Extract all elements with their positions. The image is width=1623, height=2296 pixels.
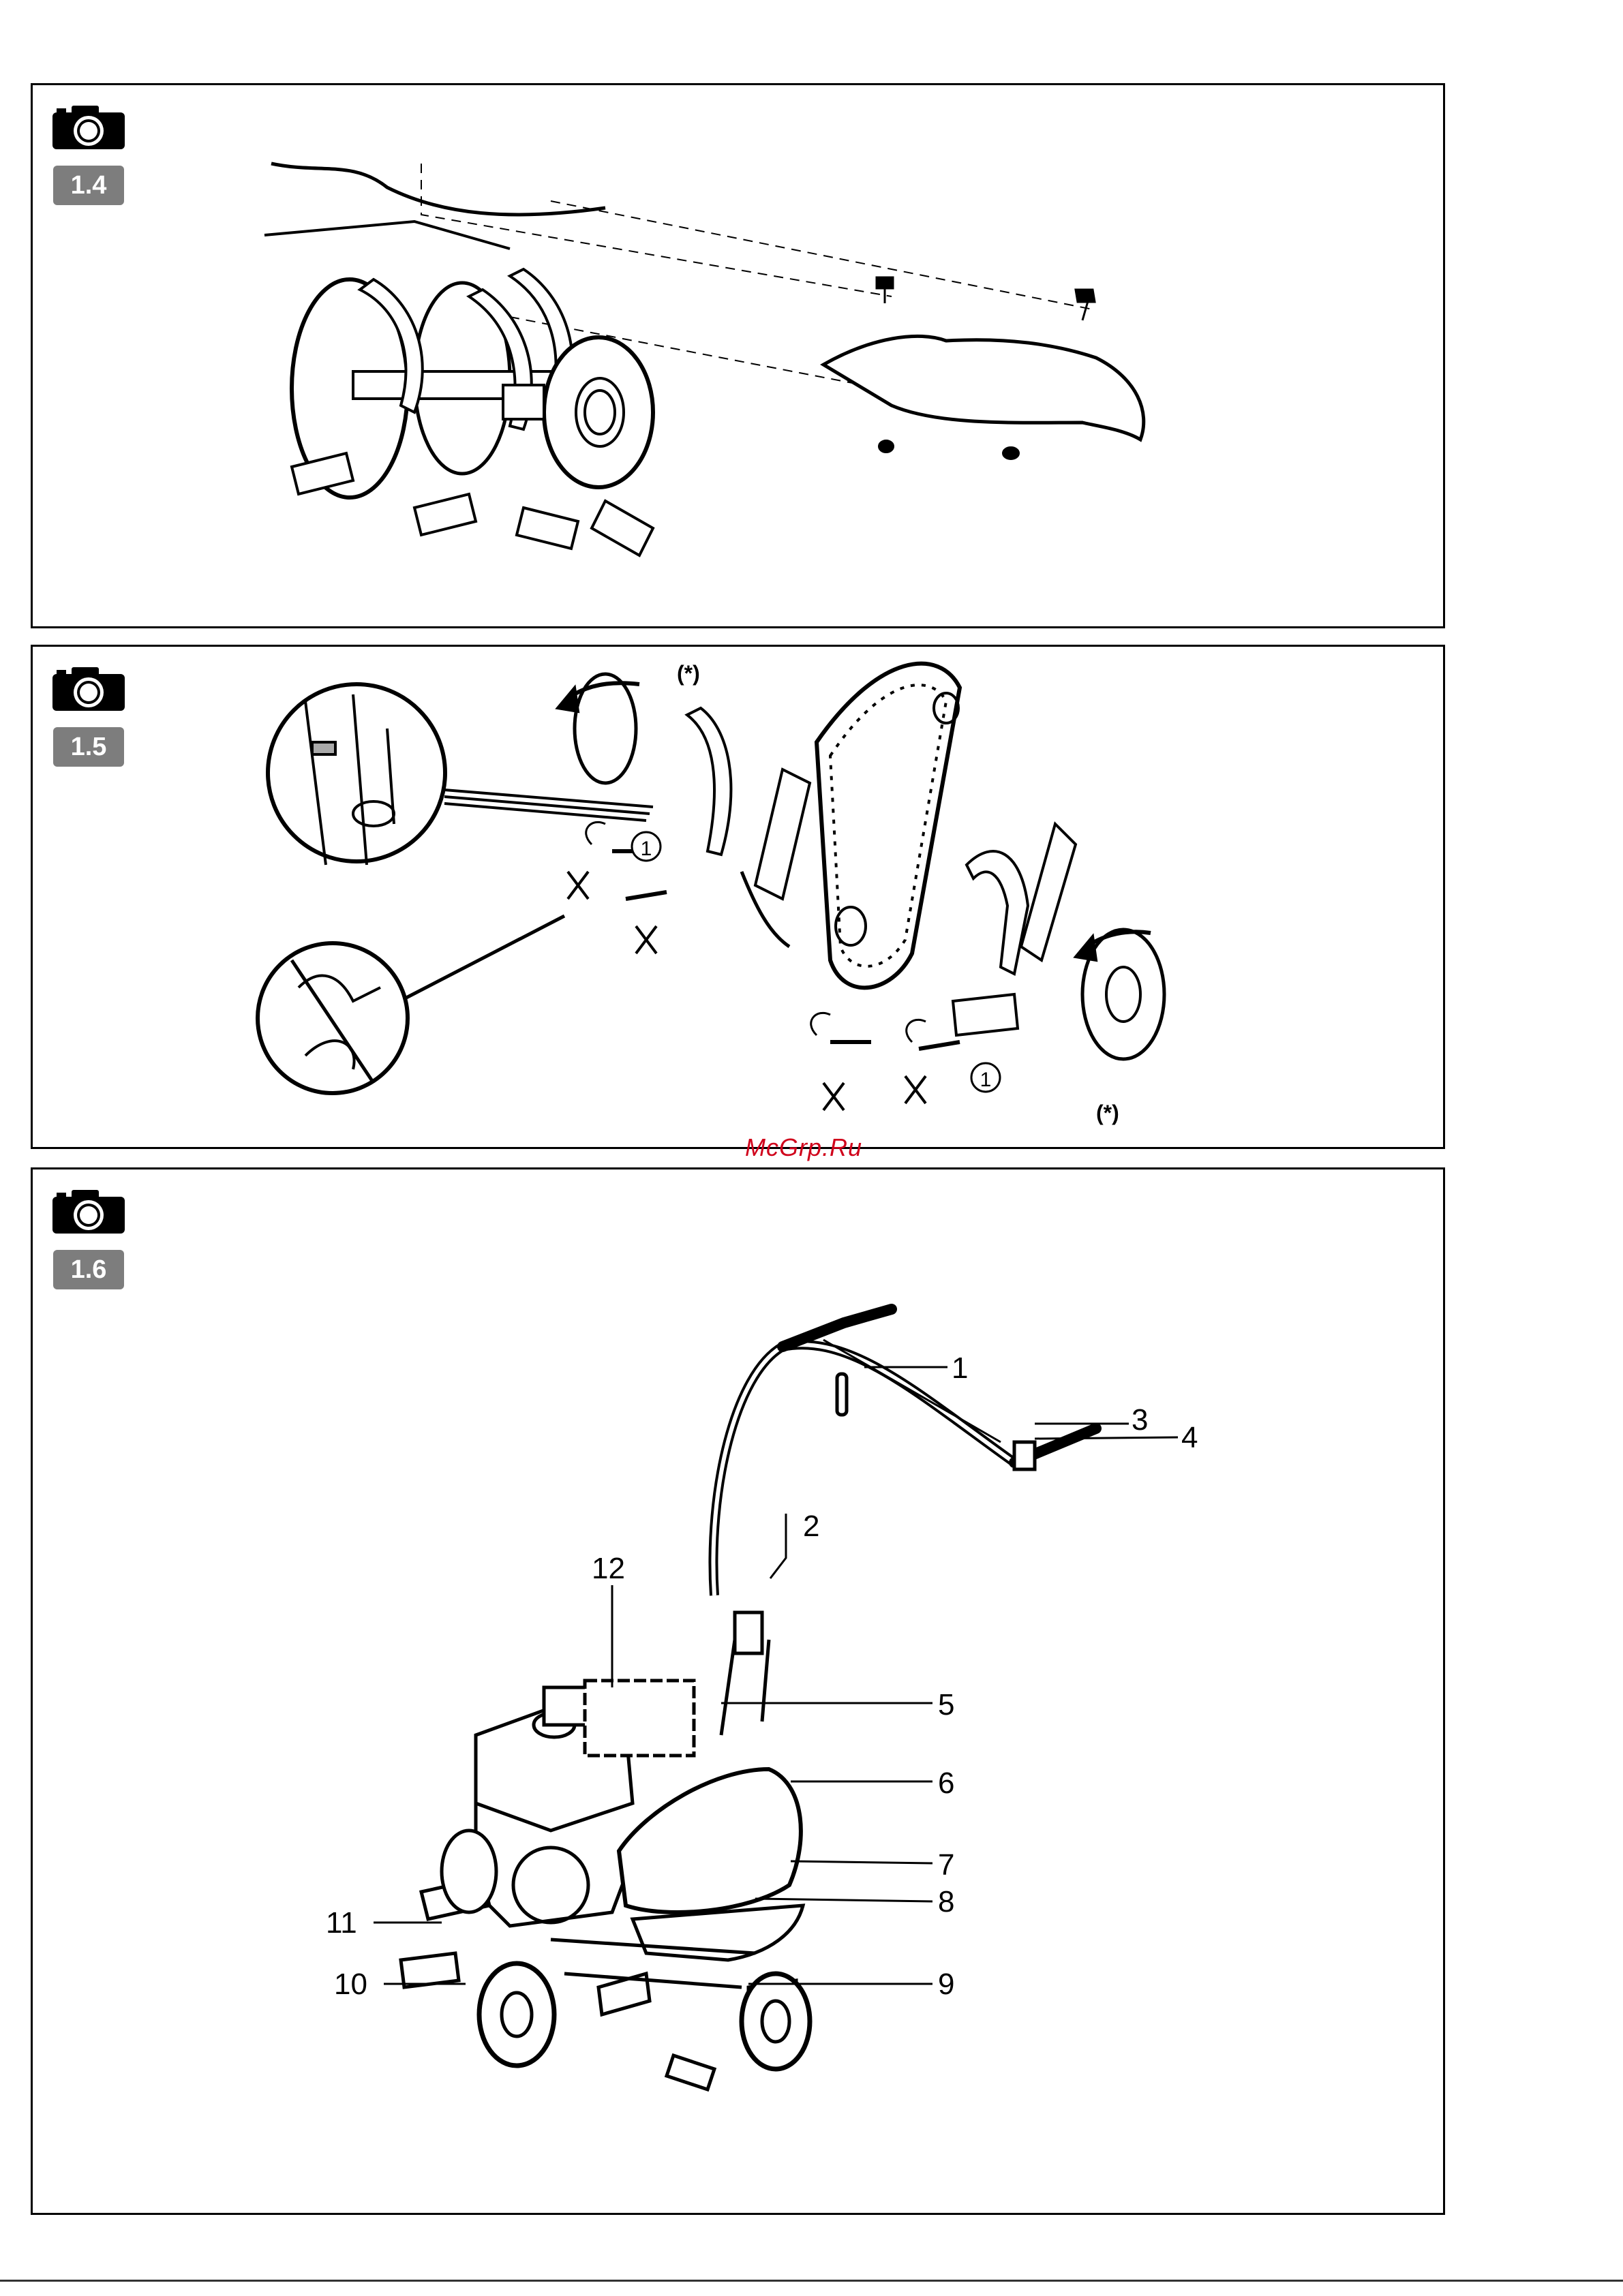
callout-1-marker: 1 1: [632, 832, 1000, 1092]
callout-6: 6: [938, 1766, 954, 1800]
callout-2: 2: [803, 1510, 819, 1543]
callout-4: 4: [1181, 1421, 1198, 1454]
tiller-tine-guard-illustration: [33, 85, 1447, 630]
svg-text:1: 1: [641, 838, 652, 860]
callout-12: 12: [592, 1552, 625, 1585]
callout-3: 3: [1132, 1403, 1148, 1437]
callout-5: 5: [938, 1688, 954, 1721]
figure-panel-1-5: 1.5: [31, 645, 1445, 1149]
figure-panel-1-4: 1.4: [31, 83, 1445, 628]
callout-11: 11: [326, 1906, 357, 1940]
watermark: McGrp.Ru: [745, 1133, 862, 1162]
tiller-overview-illustration: 1 2 3 4 5 6 7 8 9 10 11 12: [33, 1169, 1447, 2217]
callout-9: 9: [938, 1968, 954, 2001]
callout-8: 8: [938, 1885, 954, 1918]
callout-7: 7: [938, 1848, 954, 1882]
asterisk-note: (*): [1096, 1101, 1119, 1125]
callout-10: 10: [334, 1968, 367, 2001]
page-bottom-rule: [0, 2280, 1623, 2282]
tine-assembly-exploded-illustration: 1 1 (*) (*): [33, 647, 1447, 1151]
asterisk-note: (*): [677, 661, 700, 686]
callout-1: 1: [952, 1351, 968, 1385]
svg-text:1: 1: [980, 1069, 992, 1091]
figure-panel-1-6: 1.6: [31, 1167, 1445, 2215]
